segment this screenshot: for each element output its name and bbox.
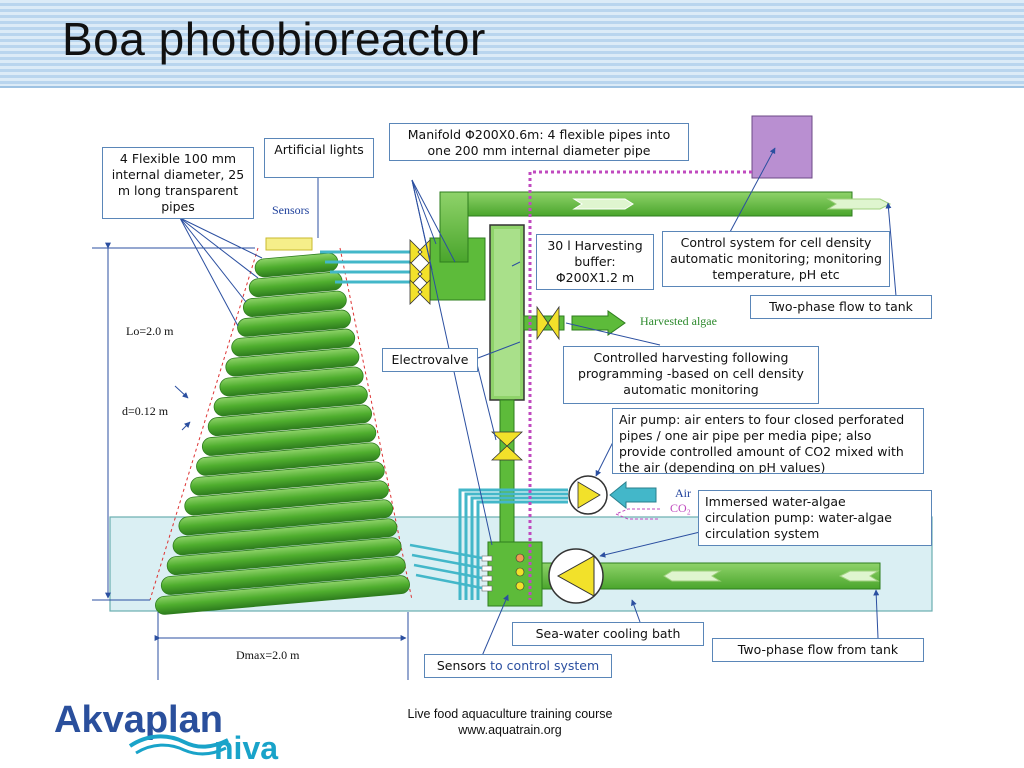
coil-pipe <box>242 290 347 317</box>
svg-text:niva: niva <box>214 730 278 762</box>
label-controlled-harvesting: Controlled harvesting following programm… <box>563 346 819 404</box>
slide-title: Boa photobioreactor <box>62 13 486 65</box>
label-sensors-top: Sensors <box>272 203 310 217</box>
dimension-lines <box>92 242 409 680</box>
svg-text:Akvaplan: Akvaplan <box>54 699 223 741</box>
coil-pipe <box>231 328 356 357</box>
coil-pipe <box>184 480 389 516</box>
coil-pipe <box>155 575 410 615</box>
air-inlet-arrow <box>609 480 657 510</box>
coil-pipe <box>196 442 381 476</box>
harvest-arrow <box>571 310 626 336</box>
coil-pipe <box>172 518 398 556</box>
label-control-system: Control system for cell density automati… <box>662 231 890 287</box>
label-air: Air <box>675 486 691 500</box>
label-sensors-bottom-a: Sensors <box>436 658 487 673</box>
slide-header-band <box>0 0 1024 88</box>
coil-pipe <box>248 271 343 298</box>
label-lo: Lo=2.0 m <box>126 324 174 338</box>
label-immersed-pump-b: circulation pump: water-algae circulatio… <box>705 510 892 541</box>
manifold-feed-pipes <box>320 250 410 284</box>
coil-pipe <box>160 556 406 595</box>
footer-course: Live food aquaculture training course ww… <box>360 706 660 738</box>
control-system-box <box>751 115 813 179</box>
coil-pipe <box>178 499 394 536</box>
artificial-lights-bar <box>265 237 313 251</box>
label-artificial-lights: Artificial lights <box>264 138 374 178</box>
coil-pipe <box>225 347 360 377</box>
label-immersed-pump: Immersed water-algae circulation pump: w… <box>698 490 932 546</box>
control-signal-line <box>528 170 752 600</box>
coil-pipe <box>213 385 368 417</box>
label-two-phase-to: Two-phase flow to tank <box>750 295 932 319</box>
flow-arrow-top-1 <box>572 198 634 210</box>
bottom-manifold <box>487 541 543 607</box>
flow-arrow-return-1 <box>663 570 722 582</box>
harvest-valve <box>536 305 560 341</box>
label-d: d=0.12 m <box>122 404 169 418</box>
riser-pipe <box>439 191 469 263</box>
label-harvested-algae: Harvested algae <box>640 314 717 328</box>
coil-pipe <box>201 423 377 456</box>
label-sensors-bottom: Sensors to control system <box>424 654 612 678</box>
flow-arrow-return-2 <box>838 570 880 582</box>
manifold-valves <box>409 239 431 305</box>
label-manifold: Manifold Φ200X0.6m: 4 flexible pipes int… <box>389 123 689 161</box>
akvaplan-niva-logo: Akvaplan niva <box>54 699 278 762</box>
coil-return-pipes <box>409 543 483 590</box>
label-harvesting-buffer: 30 l Harvesting buffer: Φ200X1.2 m <box>536 234 654 290</box>
cone-outline-left <box>149 247 259 601</box>
coil-pipe <box>219 366 364 397</box>
coil-stack <box>155 252 410 615</box>
label-electrovalve: Electrovalve <box>382 348 478 372</box>
flow-arrow-top-2 <box>826 198 892 210</box>
footer-line-2: www.aquatrain.org <box>458 723 562 737</box>
label-two-phase-from: Two-phase flow from tank <box>712 638 924 662</box>
coil-pipe <box>166 537 402 576</box>
label-dmax: Dmax=2.0 m <box>236 648 300 662</box>
coil-pipe <box>237 309 351 337</box>
footer-line-1: Live food aquaculture training course <box>407 707 613 721</box>
return-pipe <box>597 562 881 590</box>
top-horizontal-pipe <box>439 191 853 217</box>
co2-inlet-arrow <box>614 508 660 520</box>
label-cooling-bath: Sea-water cooling bath <box>512 622 704 646</box>
label-immersed-pump-a: Immersed water-algae <box>705 494 846 509</box>
label-sensors-bottom-b: to control system <box>486 658 600 673</box>
coil-pipe <box>190 461 385 496</box>
label-air-pump: Air pump: air enters to four closed perf… <box>612 408 924 474</box>
buffer-down-pipe <box>499 399 515 543</box>
bottom-connectors <box>481 555 493 592</box>
label-co2: CO₂ <box>670 501 691 515</box>
label-flexible-pipes: 4 Flexible 100 mm internal diameter, 25 … <box>102 147 254 219</box>
coil-pipe <box>207 404 373 437</box>
electrovalve-symbol <box>490 431 524 461</box>
